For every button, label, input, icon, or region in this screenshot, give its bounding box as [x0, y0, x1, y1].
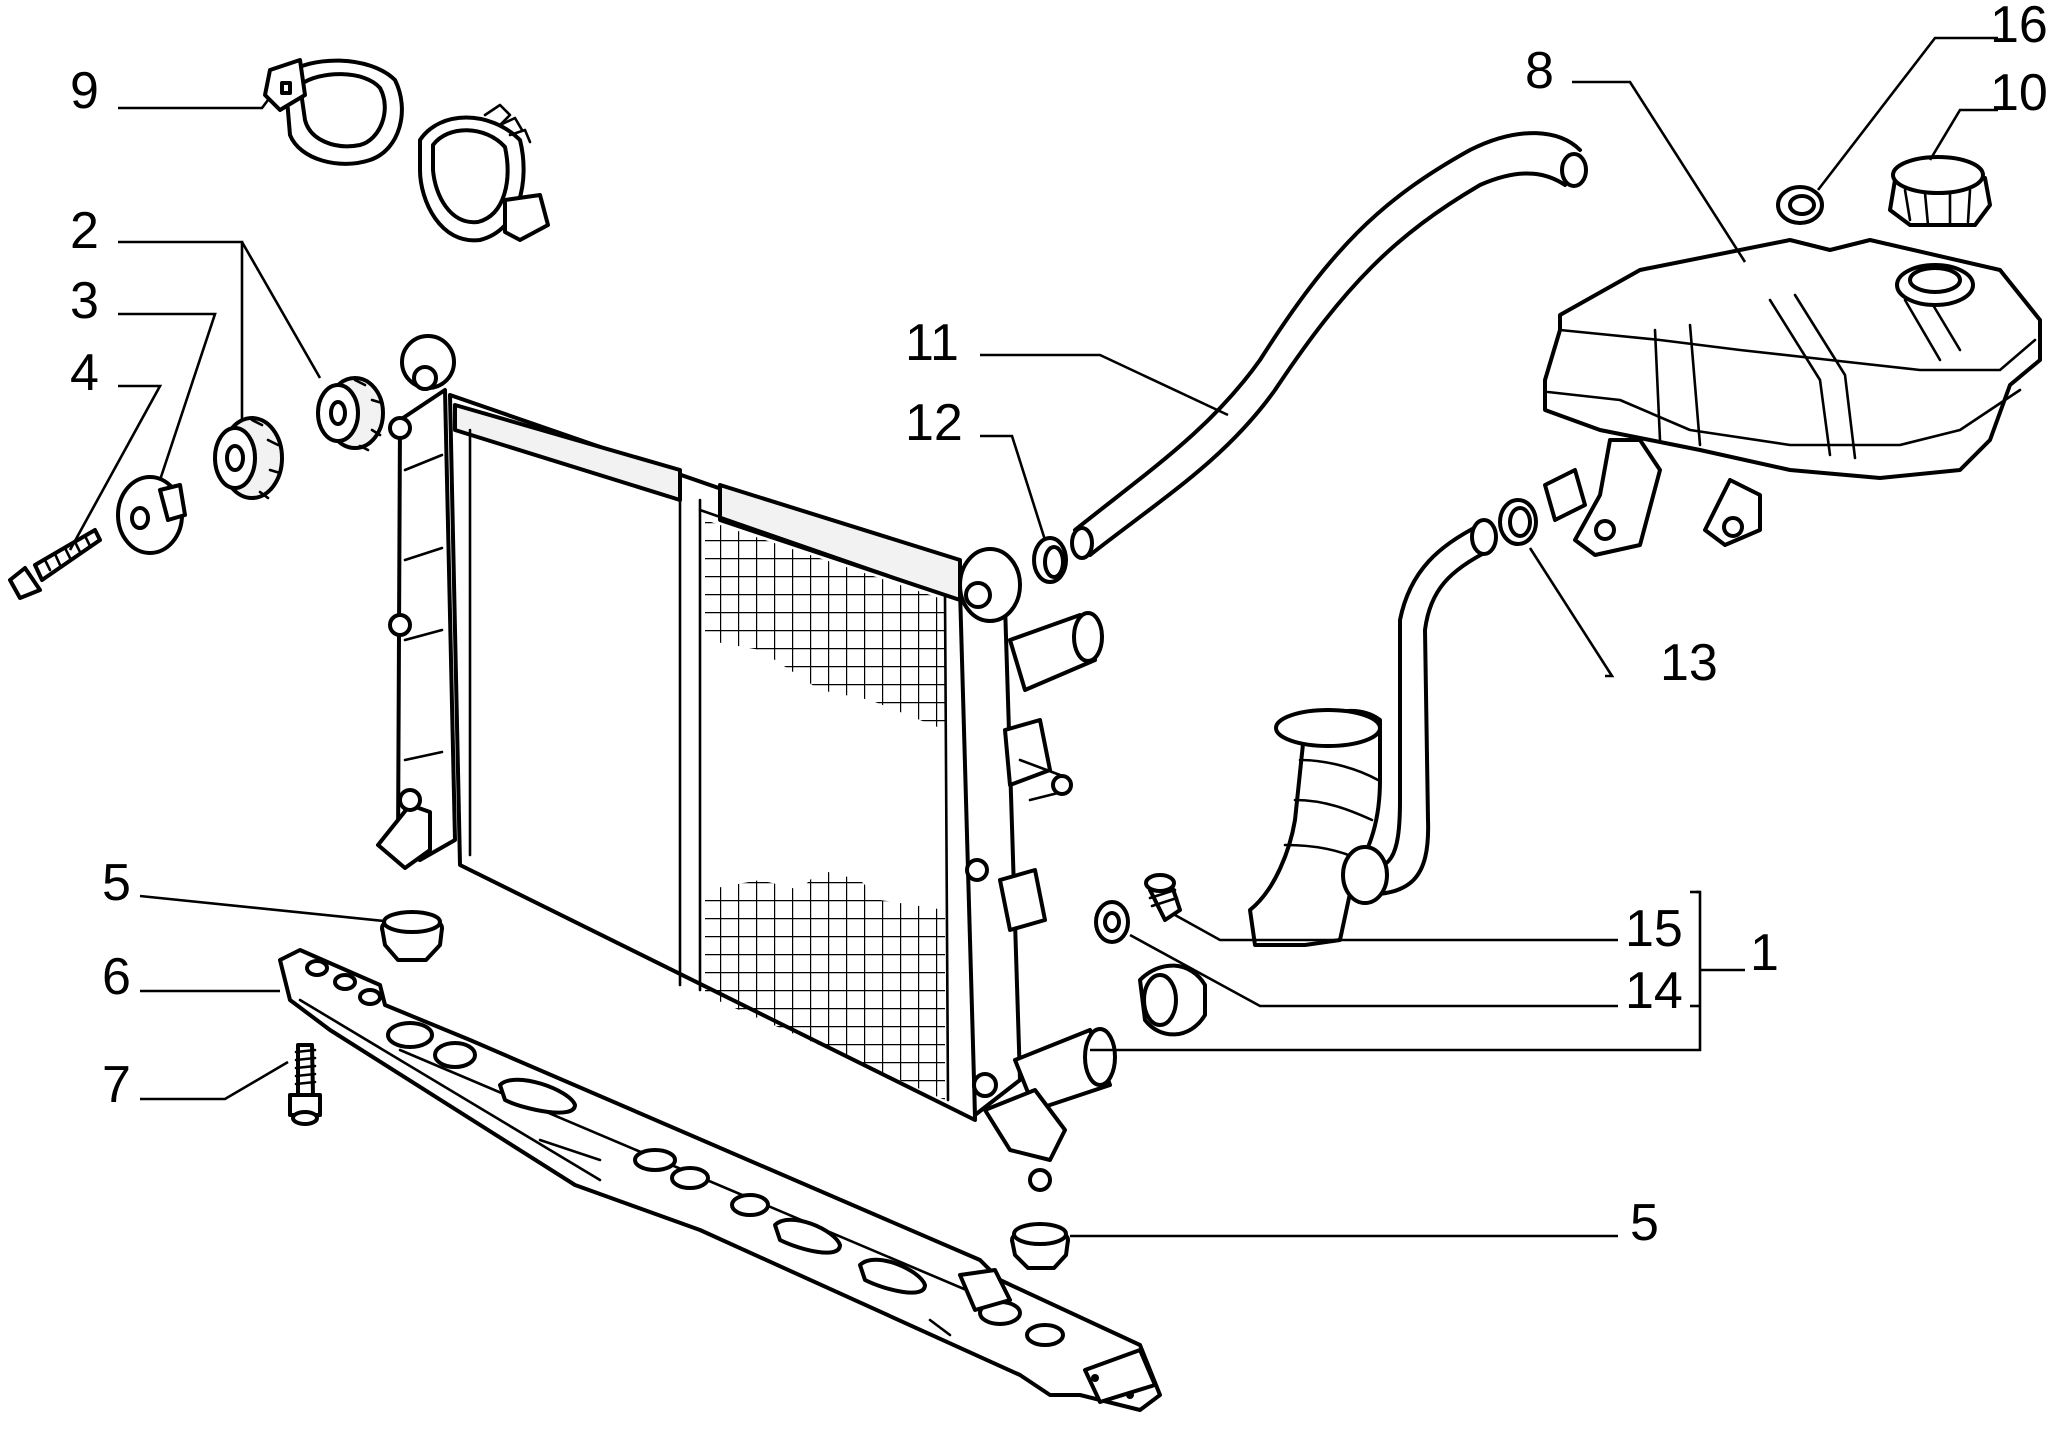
callout-12: 12 [905, 394, 963, 452]
rubber-mount-2a [213, 416, 284, 500]
callout-16: 16 [1990, 0, 2048, 54]
hose-sleeve [1138, 963, 1207, 1037]
hose-clamp-12 [1032, 536, 1068, 584]
callout-6: 6 [102, 948, 131, 1006]
tank-cap-10 [1888, 155, 1992, 227]
spacer-3 [116, 475, 187, 555]
bolt-4 [8, 528, 102, 600]
hose-clamp-13 [1498, 498, 1538, 546]
radiator-clamps-9 [263, 58, 550, 243]
callout-9: 9 [70, 62, 99, 120]
callout-7: 7 [102, 1056, 131, 1114]
callout-10: 10 [1990, 64, 2048, 122]
expansion-tank-8 [1543, 238, 2042, 557]
callout-5-lower: 5 [1630, 1194, 1659, 1252]
screw-7 [288, 1043, 322, 1126]
callout-1: 1 [1750, 924, 1779, 982]
radiator-core [376, 334, 1117, 1192]
drain-plug-15 [1144, 873, 1182, 922]
crossmember-6 [278, 948, 1162, 1412]
leader-lines [68, 36, 1998, 1238]
callout-2: 2 [70, 202, 99, 260]
callout-labels: 9 2 3 4 11 12 8 16 10 13 5 6 7 15 14 1 5 [70, 0, 2048, 1252]
rubber-mount-2b [316, 376, 385, 452]
upper-hose-11 [1070, 131, 1588, 560]
callout-8: 8 [1525, 42, 1554, 100]
callout-11: 11 [905, 314, 959, 372]
washer-14 [1094, 900, 1130, 944]
grommet-5-upper [380, 910, 444, 962]
callout-14: 14 [1625, 962, 1683, 1020]
callout-5-upper: 5 [102, 854, 131, 912]
callout-13: 13 [1660, 634, 1718, 692]
hose-clamp-16 [1776, 185, 1824, 225]
callout-3: 3 [70, 272, 99, 330]
callout-15: 15 [1625, 900, 1683, 958]
grommet-5-lower [1010, 1222, 1070, 1270]
lower-hoses [1248, 518, 1498, 947]
callout-4: 4 [70, 344, 99, 402]
